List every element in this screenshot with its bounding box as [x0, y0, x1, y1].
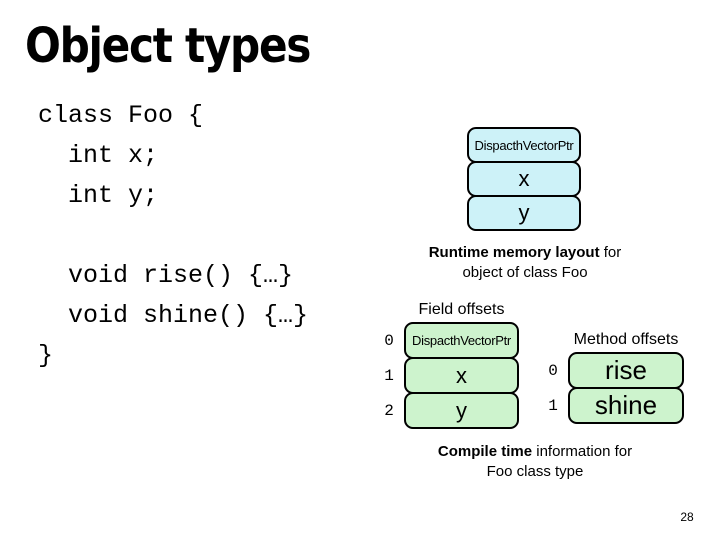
code-line: void rise() {…}: [38, 261, 294, 290]
method-offset-number: 0: [548, 361, 558, 380]
field-offset-number: 0: [384, 331, 394, 350]
field-cell-x: x: [404, 357, 519, 394]
code-line: void shine() {…}: [38, 301, 309, 330]
runtime-object-stack: DispacthVectorPtr x y: [467, 127, 581, 231]
method-offset-row: 0 rise: [538, 352, 684, 389]
field-cell-dispatch-vector-ptr: DispacthVectorPtr: [404, 322, 519, 359]
runtime-caption-line2: object of class Foo: [462, 264, 588, 281]
code-line: int y;: [38, 181, 159, 210]
field-offset-number: 1: [384, 366, 394, 385]
field-offset-row: 0 DispacthVectorPtr: [374, 322, 519, 359]
runtime-caption: Runtime memory layout for object of clas…: [390, 243, 660, 283]
runtime-cell-y: y: [467, 195, 581, 231]
runtime-cell-x: x: [467, 161, 581, 197]
method-cell-shine: shine: [568, 387, 684, 424]
field-offset-row: 1 x: [374, 357, 519, 394]
field-offset-number: 2: [384, 401, 394, 420]
method-offsets-label: Method offsets: [573, 331, 679, 348]
method-offset-row: 1 shine: [538, 387, 684, 424]
compile-caption-line2: Foo class type: [486, 463, 584, 480]
slide-title: Object types: [25, 18, 311, 74]
field-cell-y: y: [404, 392, 519, 429]
field-offset-row: 2 y: [374, 392, 519, 429]
page-number: 28: [680, 510, 694, 524]
field-offsets-table: 0 DispacthVectorPtr 1 x 2 y: [374, 322, 519, 429]
method-offsets-table: 0 rise 1 shine: [538, 352, 684, 424]
runtime-cell-dispatch-vector-ptr: DispacthVectorPtr: [467, 127, 581, 163]
code-line: [38, 216, 308, 256]
compile-caption: Compile time information for Foo class t…: [400, 442, 670, 482]
compile-caption-bold: Compile time: [437, 443, 533, 460]
code-line: int x;: [38, 141, 159, 170]
method-cell-rise: rise: [568, 352, 684, 389]
code-line: }: [38, 341, 54, 370]
code-block: class Foo { int x; int y; void rise() {……: [38, 96, 308, 376]
runtime-caption-bold: Runtime memory layout: [428, 244, 600, 261]
field-offsets-label: Field offsets: [418, 301, 505, 318]
code-line: class Foo {: [38, 101, 204, 130]
compile-caption-regular: information for: [532, 443, 633, 460]
runtime-caption-regular: for: [599, 244, 622, 261]
method-offset-number: 1: [548, 396, 558, 415]
